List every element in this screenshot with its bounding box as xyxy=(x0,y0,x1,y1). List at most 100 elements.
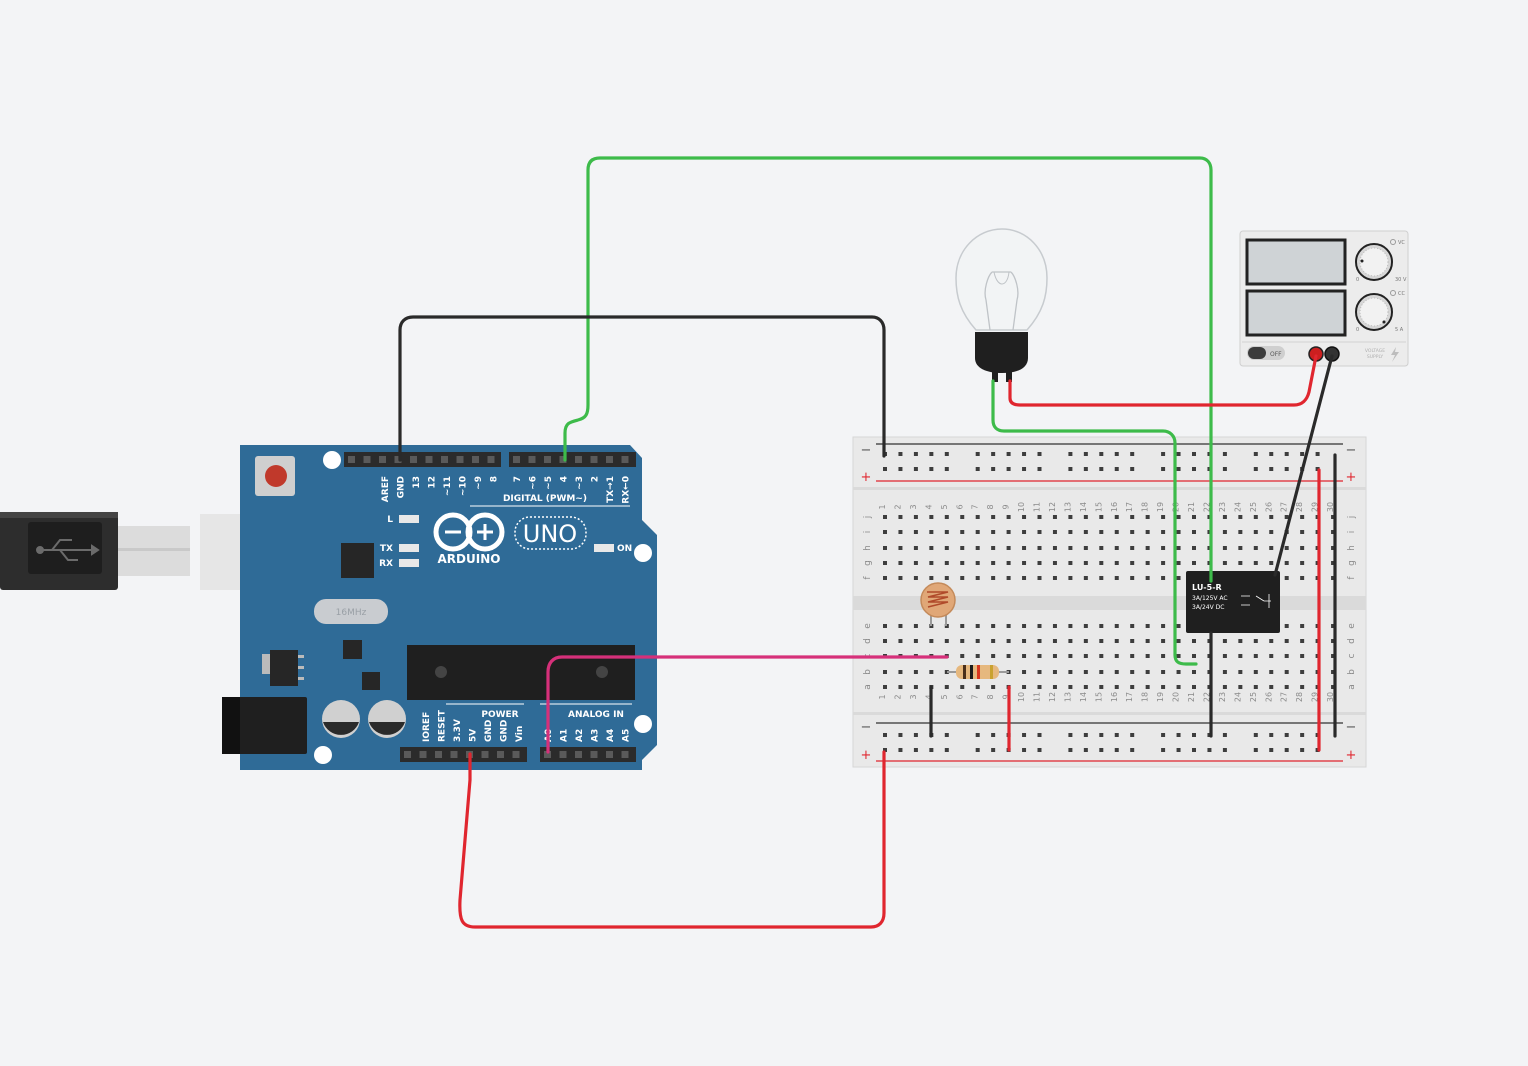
breadboard-hole[interactable] xyxy=(1315,452,1320,456)
breadboard-hole[interactable] xyxy=(913,452,918,456)
breadboard-hole[interactable] xyxy=(1114,624,1119,628)
breadboard-hole[interactable] xyxy=(1022,546,1027,550)
breadboard-hole[interactable] xyxy=(1300,654,1305,658)
breadboard-hole[interactable] xyxy=(1300,515,1305,519)
breadboard-hole[interactable] xyxy=(929,576,934,580)
breadboard-hole[interactable] xyxy=(1037,624,1042,628)
breadboard-hole[interactable] xyxy=(1161,515,1166,519)
breadboard-hole[interactable] xyxy=(1099,654,1104,658)
breadboard-hole[interactable] xyxy=(991,639,996,643)
breadboard-hole[interactable] xyxy=(913,685,918,689)
breadboard-hole[interactable] xyxy=(1130,639,1135,643)
breadboard-hole[interactable] xyxy=(1161,576,1166,580)
breadboard-hole[interactable] xyxy=(944,576,949,580)
breadboard-hole[interactable] xyxy=(1284,515,1289,519)
breadboard-hole[interactable] xyxy=(1176,654,1181,658)
breadboard-hole[interactable] xyxy=(1300,670,1305,674)
breadboard-hole[interactable] xyxy=(1300,624,1305,628)
power-header[interactable] xyxy=(400,747,527,762)
digital-header-left[interactable] xyxy=(344,452,501,467)
breadboard-hole[interactable] xyxy=(944,670,949,674)
breadboard-hole[interactable] xyxy=(1145,561,1150,565)
breadboard-hole[interactable] xyxy=(1284,467,1289,471)
breadboard-hole[interactable] xyxy=(1238,685,1243,689)
breadboard-hole[interactable] xyxy=(1253,670,1258,674)
breadboard-hole[interactable] xyxy=(1037,654,1042,658)
breadboard-hole[interactable] xyxy=(1207,748,1212,752)
breadboard-hole[interactable] xyxy=(1052,639,1057,643)
breadboard-hole[interactable] xyxy=(991,467,996,471)
breadboard-hole[interactable] xyxy=(1269,685,1274,689)
breadboard-hole[interactable] xyxy=(960,530,965,534)
breadboard-hole[interactable] xyxy=(913,576,918,580)
breadboard-hole[interactable] xyxy=(944,561,949,565)
breadboard-hole[interactable] xyxy=(975,624,980,628)
breadboard-hole[interactable] xyxy=(1192,561,1196,565)
wire-black-supply-relay[interactable] xyxy=(1273,354,1334,577)
breadboard-hole[interactable] xyxy=(1284,733,1289,737)
breadboard-hole[interactable] xyxy=(1006,467,1011,471)
breadboard-hole[interactable] xyxy=(1269,467,1274,471)
breadboard-hole[interactable] xyxy=(991,452,996,456)
breadboard-hole[interactable] xyxy=(1145,576,1150,580)
breadboard-hole[interactable] xyxy=(1022,576,1027,580)
breadboard-hole[interactable] xyxy=(1006,530,1011,534)
breadboard-hole[interactable] xyxy=(1052,515,1057,519)
breadboard-hole[interactable] xyxy=(1145,670,1150,674)
breadboard-hole[interactable] xyxy=(1130,576,1135,580)
breadboard-hole[interactable] xyxy=(1269,452,1274,456)
breadboard-hole[interactable] xyxy=(1083,639,1088,643)
breadboard-hole[interactable] xyxy=(1068,670,1073,674)
breadboard-hole[interactable] xyxy=(1099,639,1104,643)
breadboard-hole[interactable] xyxy=(1284,576,1289,580)
breadboard-hole[interactable] xyxy=(929,452,934,456)
breadboard-hole[interactable] xyxy=(1300,561,1305,565)
wire-red-5v[interactable] xyxy=(458,750,886,929)
breadboard-hole[interactable] xyxy=(1331,624,1336,628)
breadboard-hole[interactable] xyxy=(1022,733,1027,737)
header-pin-hole[interactable] xyxy=(606,751,613,758)
voltage-knob[interactable] xyxy=(1355,243,1393,281)
breadboard-hole[interactable] xyxy=(1192,639,1196,643)
breadboard-hole[interactable] xyxy=(991,515,996,519)
breadboard-hole[interactable] xyxy=(1114,546,1119,550)
breadboard-hole[interactable] xyxy=(1083,515,1088,519)
breadboard-hole[interactable] xyxy=(991,546,996,550)
breadboard-hole[interactable] xyxy=(960,576,965,580)
breadboard-hole[interactable] xyxy=(1037,452,1042,456)
breadboard-hole[interactable] xyxy=(975,576,980,580)
wire-green-pin4-relay[interactable] xyxy=(563,156,1213,583)
breadboard-hole[interactable] xyxy=(1269,515,1274,519)
reset-button[interactable] xyxy=(255,456,295,496)
breadboard-hole[interactable] xyxy=(1331,546,1336,550)
breadboard-hole[interactable] xyxy=(1192,515,1196,519)
breadboard-hole[interactable] xyxy=(1083,685,1088,689)
breadboard-hole[interactable] xyxy=(929,639,934,643)
breadboard-hole[interactable] xyxy=(1269,639,1274,643)
breadboard-hole[interactable] xyxy=(1300,546,1305,550)
breadboard-hole[interactable] xyxy=(1284,639,1289,643)
breadboard-hole[interactable] xyxy=(883,515,887,519)
breadboard-hole[interactable] xyxy=(960,546,965,550)
digital-header-right[interactable] xyxy=(509,452,636,467)
breadboard-hole[interactable] xyxy=(1331,670,1336,674)
breadboard-hole[interactable] xyxy=(991,561,996,565)
breadboard-hole[interactable] xyxy=(1114,733,1119,737)
breadboard-hole[interactable] xyxy=(1269,733,1274,737)
breadboard-hole[interactable] xyxy=(1192,654,1196,658)
breadboard-hole[interactable] xyxy=(1253,561,1258,565)
breadboard-hole[interactable] xyxy=(960,561,965,565)
breadboard-hole[interactable] xyxy=(1037,639,1042,643)
breadboard-hole[interactable] xyxy=(898,685,903,689)
breadboard-hole[interactable] xyxy=(898,748,903,752)
breadboard-hole[interactable] xyxy=(1037,748,1042,752)
breadboard-hole[interactable] xyxy=(1114,561,1119,565)
breadboard-hole[interactable] xyxy=(991,624,996,628)
breadboard-hole[interactable] xyxy=(944,639,949,643)
breadboard-hole[interactable] xyxy=(1176,515,1181,519)
breadboard-hole[interactable] xyxy=(913,530,918,534)
wire-black-gnd[interactable] xyxy=(398,315,886,462)
breadboard-hole[interactable] xyxy=(929,670,934,674)
breadboard-hole[interactable] xyxy=(929,546,934,550)
